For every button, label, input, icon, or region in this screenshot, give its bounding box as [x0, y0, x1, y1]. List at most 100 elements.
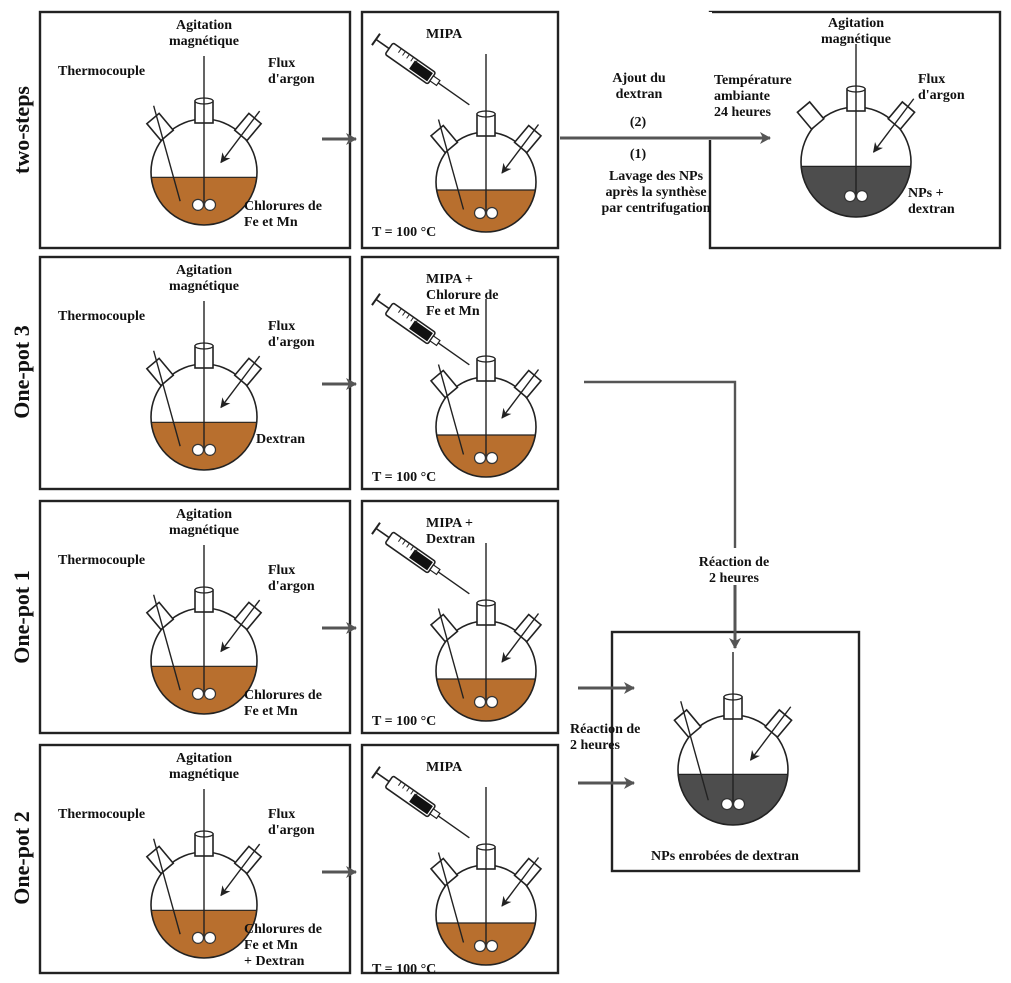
stir-bar-right [485, 451, 499, 465]
temperature-label: T = 100 °C [372, 225, 436, 240]
three-neck-flask [673, 652, 793, 826]
stir-bar-right [485, 695, 499, 709]
three-neck-flask [145, 545, 263, 715]
temperature-label: T = 100 °C [372, 470, 436, 485]
syringe-icon [371, 33, 470, 106]
frame-two-steps-initial [38, 10, 352, 250]
syringe-icon [371, 293, 470, 366]
argon-inlet-arrow [220, 843, 261, 897]
stir-bar-right [485, 939, 499, 953]
frame-one-pot-2-injection [360, 743, 560, 975]
three-neck-flask [145, 56, 263, 226]
syringe-reagent-label: MIPA [426, 27, 463, 42]
row-title: One-pot 1 [9, 570, 34, 664]
stir-bar-right [203, 443, 217, 456]
frame-one-pot-3-initial [38, 255, 352, 491]
one-pot-3-connector [584, 380, 737, 548]
thermocouple-label: Thermocouple [58, 553, 145, 568]
three-neck-flask [429, 299, 543, 478]
frame-one-pot-1-initial [38, 499, 352, 735]
stir-bar-left [473, 451, 487, 465]
row-title: One-pot 3 [9, 325, 34, 419]
stir-bar-left [720, 797, 734, 811]
three-neck-flask [796, 44, 916, 218]
thermocouple-label: Thermocouple [58, 64, 145, 79]
thermocouple-probe [152, 350, 181, 447]
temperature-label: T = 100 °C [372, 714, 436, 729]
argon-inlet-arrow [872, 98, 915, 153]
stir-bar-left [843, 190, 857, 203]
stir-bar-left [473, 206, 487, 220]
thermocouple-probe [152, 105, 181, 202]
thermocouple-label: Thermocouple [58, 309, 145, 324]
thermocouple-probe [437, 852, 465, 943]
stir-bar-right [203, 198, 217, 211]
argon-inlet-arrow [501, 369, 540, 419]
argon-inlet-arrow [501, 857, 540, 907]
three-neck-flask [429, 543, 543, 722]
thermocouple-probe [152, 594, 181, 691]
frame-one-pot-3-injection [360, 255, 560, 491]
result-contents-label: NPs +dextran [908, 186, 955, 217]
temperature-label: T = 100 °C [372, 962, 436, 977]
argon-inlet-arrow [501, 124, 540, 174]
frame-final-product [610, 630, 861, 873]
argon-inlet-arrow [220, 355, 261, 409]
stir-bar-right [732, 797, 746, 811]
frame-two-steps-injection [360, 10, 560, 250]
thermocouple-probe [152, 838, 181, 935]
syringe-icon [371, 766, 470, 839]
final-product-caption: NPs enrobées de dextran [651, 849, 799, 864]
thermocouple-probe [437, 608, 465, 699]
three-neck-flask [429, 54, 543, 233]
stir-bar-right [203, 687, 217, 700]
three-neck-flask [145, 789, 263, 959]
flask-contents-label: Dextran [256, 432, 305, 447]
stir-bar-left [191, 687, 205, 700]
stir-bar-right [855, 190, 869, 203]
row-title: two-steps [9, 86, 34, 174]
left-neck [796, 100, 825, 131]
thermocouple-probe [437, 119, 465, 210]
syringe-reagent-label: MIPA +Dextran [426, 516, 475, 547]
row-title: One-pot 2 [9, 811, 34, 905]
three-neck-flask [429, 787, 543, 966]
syringe-icon [371, 522, 470, 595]
stir-bar-left [473, 939, 487, 953]
argon-inlet-arrow [749, 706, 792, 761]
stir-bar-left [473, 695, 487, 709]
three-neck-flask [145, 301, 263, 471]
stir-bar-right [485, 206, 499, 220]
step-2-label: (2) [630, 115, 647, 130]
thermocouple-probe [680, 701, 709, 801]
frame-one-pot-2-initial [38, 743, 352, 975]
argon-inlet-arrow [220, 110, 261, 164]
argon-inlet-arrow [501, 613, 540, 663]
step-1-label: (1) [630, 147, 647, 162]
syringe-reagent-label: MIPA [426, 760, 463, 775]
stir-bar-left [191, 931, 205, 944]
thermocouple-label: Thermocouple [58, 807, 145, 822]
stir-bar-right [203, 931, 217, 944]
